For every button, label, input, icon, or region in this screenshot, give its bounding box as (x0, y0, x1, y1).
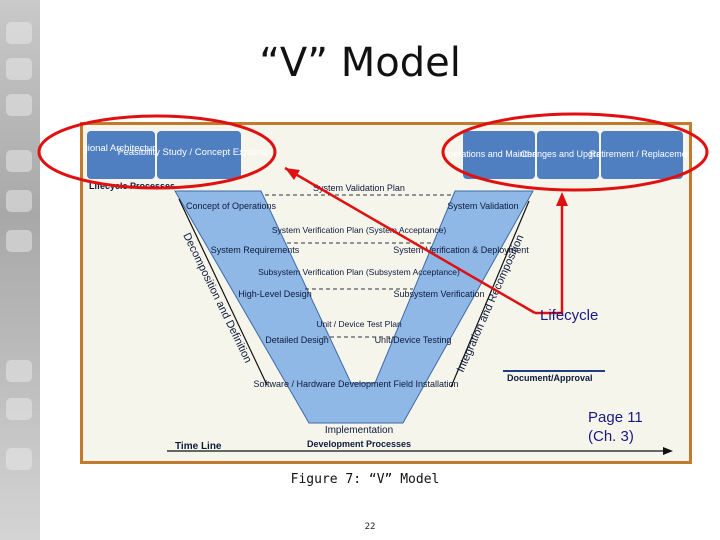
page-number: 22 (364, 522, 376, 532)
unit-device-test-plan-label: Unit / Device Test Plan (316, 319, 402, 329)
help-icon (6, 190, 32, 212)
slide-title: “V” Model (259, 40, 461, 86)
system-verification-plan-label: System Verification Plan (System Accepta… (272, 225, 446, 235)
page-reference: Page 11 (Ch. 3) (588, 408, 643, 446)
development-processes-label: Development Processes (307, 439, 411, 449)
time-line-arrowhead (663, 447, 673, 455)
decomposition-arrow (178, 198, 268, 386)
system-requirements-label: System Requirements (211, 245, 300, 255)
document-approval-label: Document/Approval (507, 373, 593, 383)
computer-icon (6, 230, 32, 252)
time-line-label: Time Line (175, 441, 222, 452)
left-sidebar (0, 0, 40, 540)
retirement-replacement-label: Retirement / Replacement (590, 149, 689, 159)
page-reference-chapter: (Ch. 3) (588, 428, 634, 445)
printer-icon (6, 22, 32, 44)
bus-icon (6, 150, 32, 172)
system-validation-plan-label: System Validation Plan (313, 183, 405, 193)
bus-icon-2 (6, 448, 32, 470)
subsystem-verification-plan-label: Subsystem Verification Plan (Subsystem A… (258, 267, 460, 277)
truck-icon (6, 94, 32, 116)
concept-of-operations-label: Concept of Operations (186, 201, 277, 211)
detailed-design-label: Detailed Design (265, 335, 329, 345)
tools-icon (6, 58, 32, 80)
implementation-label: Implementation (325, 425, 393, 436)
page-reference-page: Page 11 (588, 409, 643, 426)
feasibility-study-label: Feasibility Study / Concept Exploration (118, 147, 281, 158)
high-level-design-label: High-Level Design (238, 289, 312, 299)
subsystem-verification-label: Subsystem Verification (393, 289, 484, 299)
development-installation-label: Software / Hardware Development Field In… (253, 379, 458, 389)
system-validation-label: System Validation (447, 201, 518, 211)
lifecycle-annotation: Lifecycle (540, 307, 599, 324)
plus-icon (6, 398, 32, 420)
figure-caption: Figure 7: “V” Model (290, 472, 440, 487)
car-icon (6, 360, 32, 382)
lifecycle-processes-label: Lifecycle Processes (89, 181, 175, 191)
unit-device-testing-label: Unit/Device Testing (375, 335, 452, 345)
